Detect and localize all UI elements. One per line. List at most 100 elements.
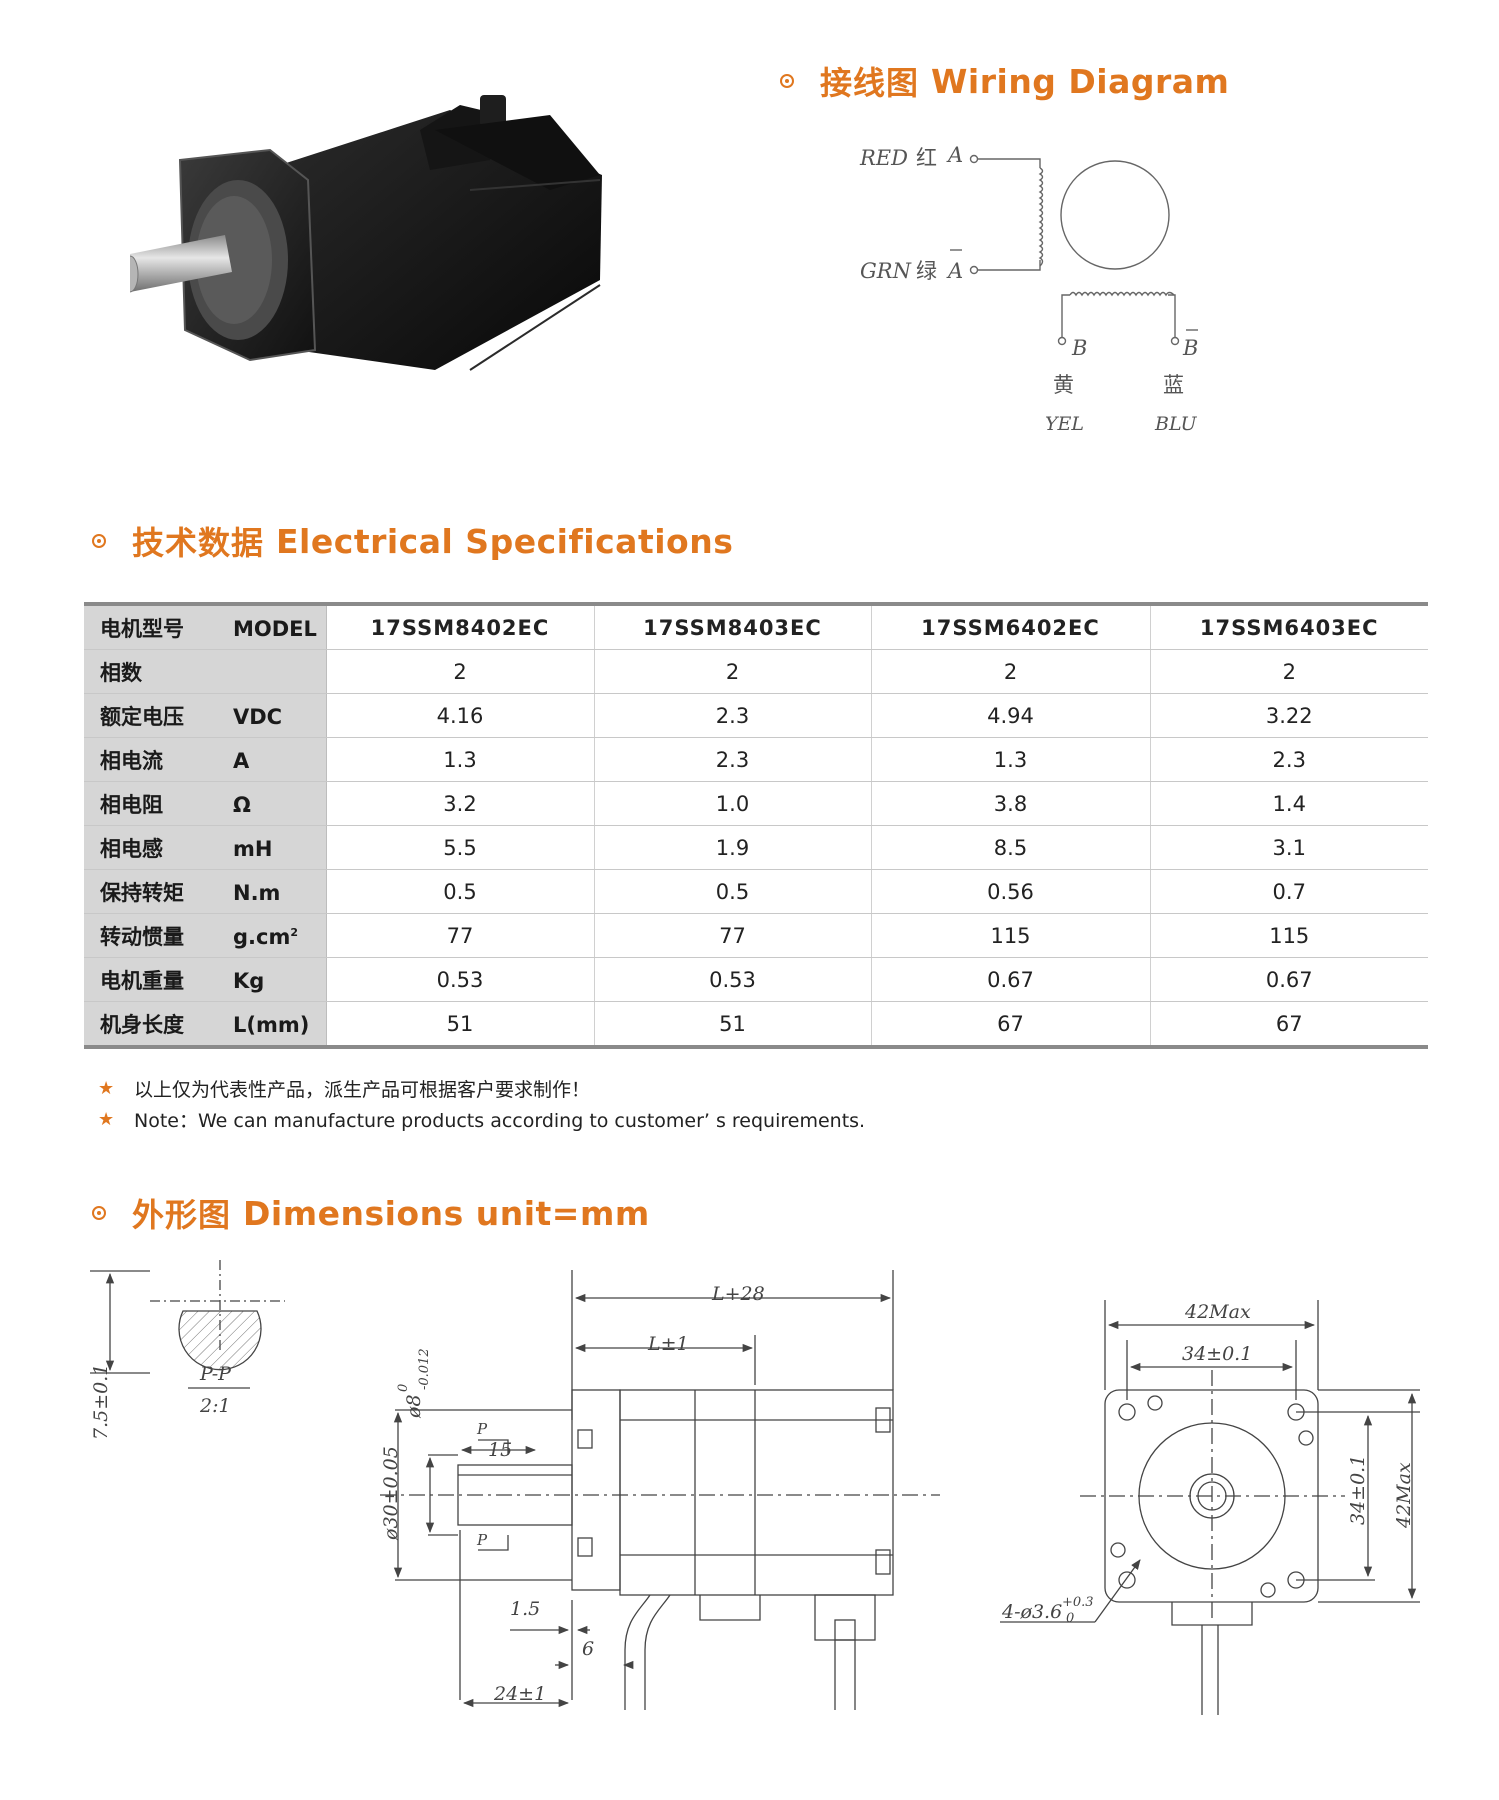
table-cell: 4.94: [870, 693, 1150, 738]
dim-p-top: P: [476, 1420, 488, 1438]
label-blu: BLU: [1154, 413, 1198, 435]
table-cell: 4.16: [325, 693, 594, 738]
dim-6: 6: [582, 1638, 594, 1660]
dim-p-bottom: P: [476, 1531, 488, 1549]
row-label-unit: L(mm): [233, 1012, 310, 1037]
table-cell: 0.56: [870, 869, 1150, 914]
dim-42max-top: 42Max: [1184, 1301, 1251, 1323]
table-cell: 0.67: [1149, 957, 1428, 1002]
table-cell: 0.5: [325, 869, 594, 914]
table-cell: 1.0: [593, 781, 871, 826]
table-cell: 77: [325, 913, 594, 958]
wiring-title-zh: 接线图: [820, 64, 920, 102]
table-cell: 2: [870, 649, 1150, 694]
table-cell: 115: [870, 913, 1150, 958]
table-cell: 1.3: [325, 737, 594, 782]
table-cell: 8.5: [870, 825, 1150, 870]
specs-heading: 技术数据 Electrical Specifications: [92, 518, 733, 564]
table-cell: 3.22: [1149, 693, 1428, 738]
dim-d30: ø30±0.05: [380, 1446, 402, 1541]
dimensions-heading: 外形图 Dimensions unit=mm: [92, 1190, 650, 1236]
row-label: 机身长度 L(mm): [84, 1001, 327, 1048]
model-cell: 17SSM8403EC: [593, 604, 871, 650]
heading-bullet-icon: [780, 74, 794, 88]
dim-holes-tol-bottom: 0: [1066, 1611, 1074, 1626]
table-cell: 1.4: [1149, 781, 1428, 826]
table-cell: 2: [325, 649, 594, 694]
label-yel-zh: 黄: [1053, 373, 1074, 397]
table-header-row: 电机型号 MODEL 17SSM8402EC 17SSM8403EC 17SSM6…: [84, 604, 1428, 650]
table-cell: 0.5: [593, 869, 871, 914]
label-grn: GRN: [860, 259, 912, 283]
row-label-unit: Ω: [233, 792, 251, 817]
model-cell: 17SSM6402EC: [870, 604, 1150, 650]
dim-34-right: 34±0.1: [1347, 1455, 1369, 1525]
table-cell: 2.3: [593, 693, 871, 738]
specs-title-en: Electrical Specifications: [276, 521, 734, 561]
label-blu-zh: 蓝: [1163, 373, 1184, 397]
dim-l1: L±1: [647, 1333, 689, 1355]
table-row: 相数 2 2 2 2: [84, 649, 1428, 694]
row-label-unit: A: [233, 748, 250, 773]
table-cell: 2: [1149, 649, 1428, 694]
dim-1-5: 1.5: [510, 1598, 540, 1620]
specs-title-zh: 技术数据: [132, 524, 265, 562]
model-cell: 17SSM8402EC: [325, 604, 594, 650]
label-grn-zh: 绿: [916, 259, 937, 283]
dim-d8-tol-bottom: -0.012: [417, 1348, 432, 1390]
dimensions-title-en: Dimensions unit=mm: [243, 1193, 650, 1233]
table-cell: 2.3: [1149, 737, 1428, 782]
row-label-zh: 相电阻: [100, 792, 163, 817]
row-label-zh: 机身长度: [100, 1012, 184, 1037]
star-icon: ★: [98, 1109, 115, 1130]
label-b: B: [1071, 336, 1087, 360]
label-a-bar: A: [946, 259, 963, 283]
table-cell: 0.53: [593, 957, 871, 1002]
motor-photo: [130, 95, 602, 371]
note-en: ★ Note：We can manufacture products accor…: [98, 1106, 865, 1133]
label-a: A: [946, 143, 963, 167]
row-label-unit-base: g.cm: [233, 924, 291, 949]
table-cell: 0.53: [325, 957, 594, 1002]
table-cell: 51: [325, 1001, 594, 1048]
row-label-zh: 保持转矩: [100, 880, 184, 905]
dim-l28: L+28: [711, 1283, 765, 1305]
row-label-zh: 转动惯量: [100, 924, 184, 949]
row-label: 相电阻 Ω: [84, 781, 327, 826]
heading-bullet-icon: [92, 1206, 106, 1220]
dim-scale: 2:1: [199, 1395, 231, 1417]
header-label-unit: MODEL: [233, 616, 317, 641]
dim-24: 24±1: [493, 1683, 546, 1705]
row-label: 相数: [84, 649, 327, 694]
row-label-unit: VDC: [233, 704, 283, 729]
note-zh: ★ 以上仅为代表性产品，派生产品可根据客户要求制作！: [98, 1075, 590, 1102]
table-cell: 0.67: [870, 957, 1150, 1002]
wiring-heading: 接线图 Wiring Diagram: [780, 58, 1229, 104]
label-yel: YEL: [1045, 413, 1084, 435]
header-label-zh: 电机型号: [100, 616, 184, 641]
specs-table: 电机型号 MODEL 17SSM8402EC 17SSM8403EC 17SSM6…: [84, 602, 1428, 1049]
row-label-zh: 电机重量: [100, 968, 184, 993]
wiring-diagram: RED 红 A GRN 绿 A B B 黄 蓝 YEL BLU: [859, 143, 1198, 435]
wiring-title-en: Wiring Diagram: [931, 61, 1230, 101]
row-label-unit: mH: [233, 836, 273, 861]
header-label: 电机型号 MODEL: [84, 604, 327, 650]
dimensions-title-zh: 外形图: [132, 1196, 232, 1234]
label-b-bar: B: [1182, 336, 1198, 360]
note-zh-text: 以上仅为代表性产品，派生产品可根据客户要求制作！: [134, 1079, 591, 1101]
table-cell: 77: [593, 913, 871, 958]
dim-holes-tol-top: +0.3: [1062, 1595, 1094, 1610]
table-cell: 51: [593, 1001, 871, 1048]
